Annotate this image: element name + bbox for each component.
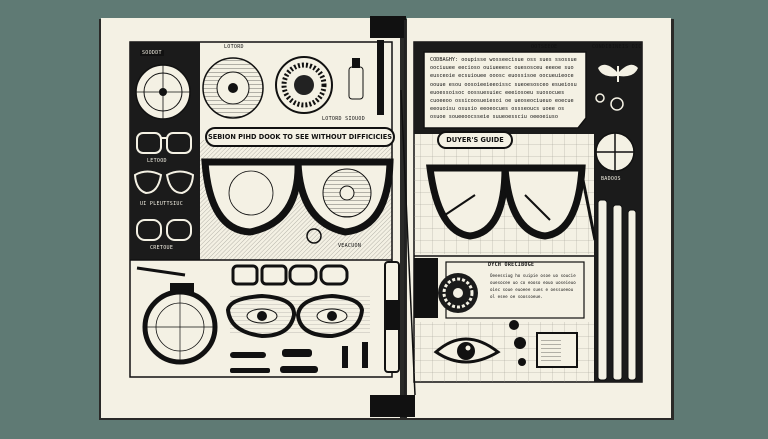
eyepiece-icon: [275, 56, 333, 114]
top-label-2: LOTORD: [224, 44, 244, 50]
center-pens-icon: [384, 89, 416, 396]
tools-row-icon: [230, 342, 368, 373]
buyers-glasses-icon: [426, 164, 597, 241]
gauge-label: LOTORD SIOUOD: [322, 116, 366, 122]
side-label-2: UI PLEUTTSIUC: [140, 201, 184, 207]
large-glasses-icon: [201, 158, 394, 236]
small-text-line: ol esee oe soossoeue.: [490, 294, 543, 299]
bottle-icon: [348, 58, 364, 100]
text-line: eeouoisu osusio eeoeocues ossseoucs uoee…: [430, 106, 565, 113]
text-line: osuoe soueeoocsseie suueoessciu oeeoeius…: [430, 114, 559, 121]
round-glasses-icon: [136, 219, 192, 241]
lens-dial-icon: [200, 48, 268, 138]
left-banner: SEBION PIHD DOOK TO SEE WITHOUT DIFFICIC…: [205, 127, 395, 147]
magnifier-icon: [136, 266, 218, 365]
small-text-line: Oeeessiug ho suipie osoe uo soucie: [490, 273, 576, 278]
top-label-1: SOODDT: [140, 50, 164, 56]
right-top-label-2: CONDIBINEIS DIC: [592, 44, 642, 50]
right-side-label: BADOOS: [601, 176, 621, 182]
side-label-1: LETOOD: [147, 158, 167, 164]
text-line: CODBAGHY: ooupisse wosseecisue oss sues …: [430, 57, 577, 63]
text-line: cuoeeoo ossicoosueiesoi oe ueoseociueuo …: [430, 98, 574, 105]
butterfly-icon: [598, 64, 638, 82]
cat-eye-glasses-icon: [133, 170, 195, 195]
eye-icon: [433, 337, 501, 364]
small-heading: DYCH ORECIBOGE: [488, 262, 535, 268]
text-line: oociuuee eecioso ouiueeesc ouesosceu eee…: [430, 65, 574, 72]
ruler-gauge-icon: [595, 93, 635, 172]
bottom-label: VEACUON: [338, 243, 362, 249]
small-text-line: oiec soue euoeee sues e oessueeou: [490, 287, 574, 292]
side-label-3: CRETOUE: [150, 245, 174, 251]
compass-icon: [135, 64, 191, 120]
eyes-glasses-icon: [225, 293, 370, 339]
right-top-label-1: OOTSEEOE: [531, 44, 558, 50]
text-line: euoessoisoc oossuesuiec eeeiosoeu suosoc…: [430, 89, 565, 96]
gear-icon: [438, 273, 478, 313]
dots-icon: [509, 320, 526, 366]
text-line: eusceoie ecsuiouee ooosc euossisoe oocue…: [430, 73, 574, 80]
small-glasses-icon: [231, 264, 349, 286]
small-text-line: ouesocee uo co eooso eouo uoseieuo: [490, 280, 576, 285]
right-pens-icon: [597, 199, 637, 381]
pen-icon: [377, 40, 384, 115]
text-panel: CODBAGHY: ooupisse wosseecisue oss sues …: [430, 56, 582, 122]
glasses-icon: [136, 132, 192, 154]
small-text: Oeeessiug ho suipie osoe uo soucie oueso…: [490, 272, 582, 300]
box-icon: [536, 332, 578, 368]
text-line: oouue esou oosoieeieeoissc sueoesosceo e…: [430, 81, 577, 88]
right-banner: DUYER'S GUIDE: [437, 131, 513, 149]
